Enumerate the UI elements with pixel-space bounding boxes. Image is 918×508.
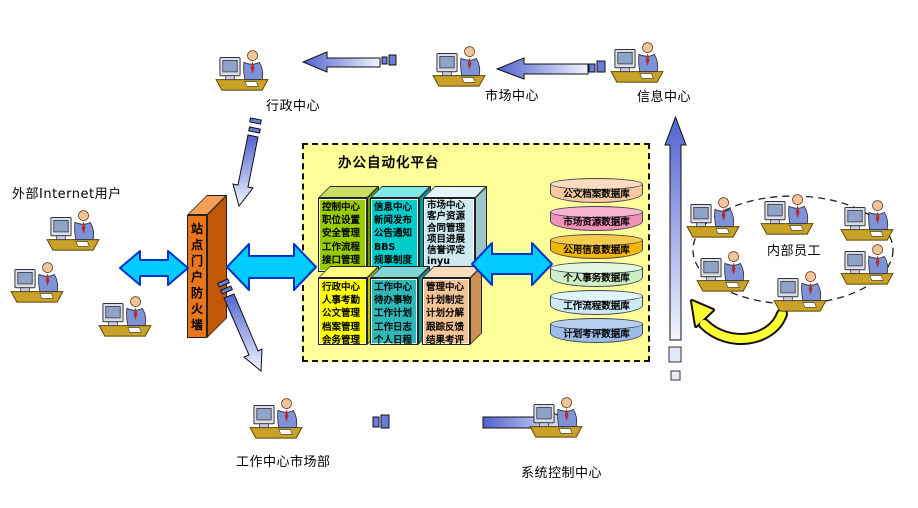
module-text-work-center: 工作中心 待办事物 工作计划 工作日志 个人日程 <box>374 282 413 346</box>
database-workflow: 工作流程数据库 <box>550 290 643 315</box>
module-text-management-center: 管理中心 计划制定 计划分解 跟踪反馈 结果考评 <box>426 282 465 346</box>
arrow-admin-center-to-firewall <box>232 134 259 208</box>
module-box-front-face: 市场中心 客户资源 合同管理 项目进展 信誉评定 inyu <box>423 198 475 272</box>
module-box-work-center: 工作中心 待办事物 工作计划 工作日志 个人日程 <box>370 266 430 346</box>
workstation-icon-external-user-2 <box>8 258 66 306</box>
database-label: 工作流程数据库 <box>563 301 630 312</box>
curved-arrow-internal-staff <box>700 310 786 343</box>
label-system-control-center: 系统控制中心 <box>521 466 603 481</box>
module-text-admin-center: 行政中心 人事考勤 公文管理 档案管理 会务管理 <box>322 282 361 346</box>
label-admin-center: 行政中心 <box>266 99 321 114</box>
arrow-tail-square <box>380 414 390 429</box>
cylinder-top <box>550 290 643 302</box>
module-box-market-center: 市场中心 客户资源 合同管理 项目进展 信誉评定 inyu <box>423 186 487 272</box>
database-label: 计划考评数据库 <box>563 329 630 340</box>
module-box-front-face: 信息中心 新闻发布 公告通知 BBS 规章制度 <box>370 198 419 272</box>
workstation-icon-admin-center <box>213 46 271 94</box>
label-market-center: 市场中心 <box>485 89 540 104</box>
arrow-tail-square <box>670 370 681 381</box>
firewall-side-face <box>207 195 227 338</box>
label-info-center: 信息中心 <box>637 90 692 105</box>
arrow-to-admin-center <box>301 51 381 73</box>
arrow-info-center-to-market-center <box>495 57 589 80</box>
label-internal-staff: 内部员工 <box>767 244 822 259</box>
arrow-internal-staff-to-platform-up <box>664 115 687 341</box>
module-box-front-face: 行政中心 人事考勤 公文管理 档案管理 会务管理 <box>318 278 367 346</box>
cylinder-top <box>550 178 643 190</box>
arrow-tail-square <box>388 54 397 66</box>
firewall-box: 站点门户防火墙 <box>187 195 227 338</box>
workstation-icon-internal-staff-2 <box>758 190 816 238</box>
workstation-icon-market-center <box>430 42 488 90</box>
module-box-control-center: 控制中心 职位设置 安全管理 工作流程 接口管理 <box>318 186 379 272</box>
module-text-info-center: 信息中心 新闻发布 公告通知 BBS 规章制度 <box>374 202 413 266</box>
database-document-archive: 公文档案数据库 <box>550 178 643 203</box>
module-box-front-face: 工作中心 待办事物 工作计划 工作日志 个人日程 <box>370 278 418 346</box>
label-work-center-market: 工作中心市场部 <box>236 455 331 470</box>
workstation-icon-internal-staff-6 <box>771 267 829 315</box>
database-personal-affairs: 个人事务数据库 <box>550 262 643 287</box>
arrow-tail-square <box>248 126 261 134</box>
curved-arrow-head-outline <box>690 299 715 328</box>
database-label: 公用信息数据库 <box>563 245 630 256</box>
arrow-tail-square <box>588 63 596 73</box>
database-label: 个人事务数据库 <box>563 273 630 284</box>
module-box-front-face: 控制中心 职位设置 安全管理 工作流程 接口管理 <box>318 198 367 272</box>
database-label: 公文档案数据库 <box>563 189 630 200</box>
database-public-info: 公用信息数据库 <box>550 234 643 259</box>
workstation-icon-work-center-market <box>247 394 305 442</box>
workstation-icon-external-user-3 <box>96 292 154 340</box>
database-label: 市场资源数据库 <box>563 217 630 228</box>
arrow-tail-square <box>249 117 262 125</box>
cylinder-top <box>550 318 643 330</box>
workstation-icon-external-user-1 <box>44 206 102 254</box>
module-box-info-center: 信息中心 新闻发布 公告通知 BBS 规章制度 <box>370 186 431 272</box>
workstation-icon-internal-staff-5 <box>838 240 896 288</box>
module-box-front-face: 管理中心 计划制定 计划分解 跟踪反馈 结果考评 <box>422 278 470 346</box>
module-box-management-center: 管理中心 计划制定 计划分解 跟踪反馈 结果考评 <box>422 266 482 346</box>
workstation-icon-system-control <box>527 393 585 441</box>
firewall-label: 站点门户防火墙 <box>190 222 203 332</box>
bidirectional-arrow-users-firewall <box>119 250 189 286</box>
label-external-internet-users: 外部Internet用户 <box>12 187 122 202</box>
module-box-side-face <box>475 186 487 272</box>
workstation-icon-internal-staff-3 <box>838 196 896 244</box>
database-plan-assessment: 计划考评数据库 <box>550 318 643 343</box>
arrow-firewall-to-work-center <box>223 293 263 373</box>
database-market-resource: 市场资源数据库 <box>550 206 643 231</box>
module-text-market-center: 市场中心 客户资源 合同管理 项目进展 信誉评定 inyu <box>427 200 466 268</box>
cylinder-top <box>550 234 643 246</box>
arrow-tail-square <box>596 60 606 73</box>
cylinder-top <box>550 206 643 218</box>
arrow-tail-square <box>381 56 388 65</box>
platform-title: 办公自动化平台 <box>338 155 440 171</box>
module-text-control-center: 控制中心 职位设置 安全管理 工作流程 接口管理 <box>322 202 361 266</box>
workstation-icon-internal-staff-1 <box>684 193 742 241</box>
curved-arrow-outline <box>698 308 788 345</box>
workstation-icon-internal-staff-4 <box>694 247 752 295</box>
arrow-tail-square <box>668 346 682 363</box>
module-box-side-face <box>470 266 482 345</box>
firewall-front-face: 站点门户防火墙 <box>187 215 207 338</box>
workstation-icon-info-center <box>608 38 666 86</box>
arrow-tail-square <box>372 416 380 428</box>
curved-arrow-head <box>692 301 713 326</box>
module-box-admin-center: 行政中心 人事考勤 公文管理 档案管理 会务管理 <box>318 266 379 346</box>
